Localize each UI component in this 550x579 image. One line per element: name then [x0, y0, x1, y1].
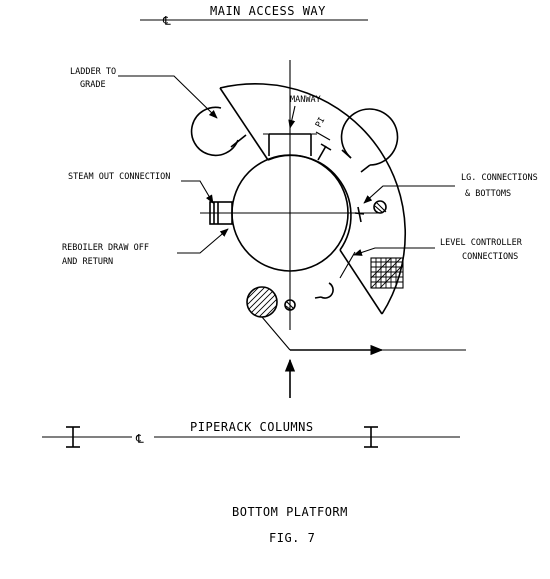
steam-out-label: STEAM OUT CONNECTION: [68, 172, 170, 182]
hatched-pipe-circle: [246, 286, 278, 318]
piperack-columns-label: PIPERACK COLUMNS: [190, 420, 314, 434]
ladder-label-line2: GRADE: [80, 80, 106, 90]
caption-figure-number: FIG. 7: [269, 531, 315, 545]
ladder-label-line1: LADDER TO: [70, 67, 116, 77]
floor-opening-hatch: [370, 257, 404, 289]
piperack-centerline-symbol: ℄: [135, 432, 144, 446]
pi-nozzle: PI: [314, 116, 332, 161]
level-controller-label-line2: CONNECTIONS: [462, 252, 518, 262]
centerline-symbol: ℄: [162, 14, 171, 28]
vessel-centerlines: [200, 60, 378, 330]
main-access-way-centerline: ℄ MAIN ACCESS WAY: [140, 4, 368, 28]
piperack-column-left: [66, 426, 80, 448]
reboiler-label-line2: AND RETURN: [62, 257, 113, 267]
piperack-columns: ℄ PIPERACK COLUMNS: [42, 420, 460, 448]
platform-outline: [219, 83, 407, 315]
level-controller-label-line1: LEVEL CONTROLLER: [440, 238, 523, 248]
upper-right-ladder-cage: [340, 108, 399, 173]
manway-label: MANWAY: [290, 95, 321, 105]
reboiler-label-line1: REBOILER DRAW OFF: [62, 243, 149, 253]
manway-nozzle: MANWAY: [263, 95, 321, 156]
lg-connections-label-line2: & BOTTOMS: [465, 189, 511, 199]
pipe-routing: [261, 316, 466, 398]
ladder-to-grade: LADDER TO GRADE: [70, 67, 247, 157]
small-pipe-circle: [284, 299, 296, 311]
piperack-column-right: [364, 426, 378, 448]
steam-out-connection: STEAM OUT CONNECTION: [68, 172, 233, 225]
pi-label: PI: [314, 116, 328, 130]
reboiler-draw-off: REBOILER DRAW OFF AND RETURN: [62, 228, 229, 267]
caption-title: BOTTOM PLATFORM: [232, 505, 348, 519]
level-controller-connections: LEVEL CONTROLLER CONNECTIONS: [314, 238, 523, 299]
main-access-way-label: MAIN ACCESS WAY: [210, 4, 326, 18]
lg-connections-label-line1: LG. CONNECTIONS: [461, 173, 538, 183]
caption: BOTTOM PLATFORM FIG. 7: [232, 505, 348, 545]
lg-connections: LG. CONNECTIONS & BOTTOMS: [354, 173, 538, 223]
